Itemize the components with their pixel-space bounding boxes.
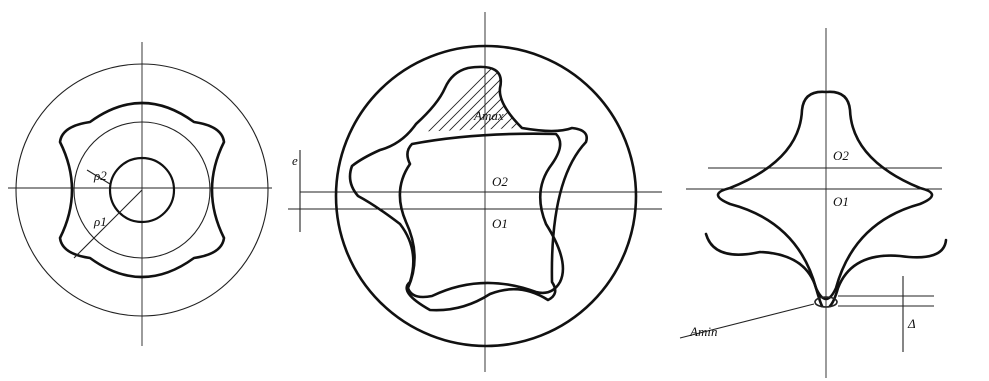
left-mating-rotor-arc bbox=[704, 232, 824, 308]
left-rotor-view: ρ2 ρ1 bbox=[8, 42, 272, 346]
a-min-leader-line bbox=[679, 303, 815, 339]
outer-rotor-outline bbox=[348, 65, 588, 312]
o2-right-label: O2 bbox=[833, 148, 849, 163]
a-max-hatch bbox=[408, 66, 522, 132]
a-min-label: Amin bbox=[689, 324, 717, 339]
a-min-contact-region bbox=[814, 296, 838, 308]
e-label: e bbox=[292, 153, 298, 168]
right-contact-view: O2 O1 Amin Δ bbox=[679, 28, 948, 378]
o2-center-label: O2 bbox=[492, 174, 508, 189]
rho1-label: ρ1 bbox=[93, 214, 107, 229]
center-housing-circle bbox=[334, 44, 638, 348]
o1-right-label: O1 bbox=[833, 194, 849, 209]
delta-label: Δ bbox=[907, 316, 916, 331]
left-pitch-circle bbox=[73, 121, 211, 259]
rho2-label: ρ2 bbox=[93, 168, 107, 183]
center-assembly-view: e Amax O2 O1 bbox=[288, 12, 662, 372]
o1-center-label: O1 bbox=[492, 216, 508, 231]
left-outer-circle bbox=[15, 63, 269, 317]
right-rotor-outline bbox=[716, 90, 934, 301]
rho1-radius-line bbox=[73, 189, 143, 259]
rho2-radius-line bbox=[86, 169, 111, 185]
a-max-label: Amax bbox=[473, 108, 504, 123]
left-rotor-outline bbox=[58, 101, 226, 279]
inner-rotor-outline bbox=[398, 132, 565, 299]
left-hub-circle bbox=[108, 156, 176, 224]
